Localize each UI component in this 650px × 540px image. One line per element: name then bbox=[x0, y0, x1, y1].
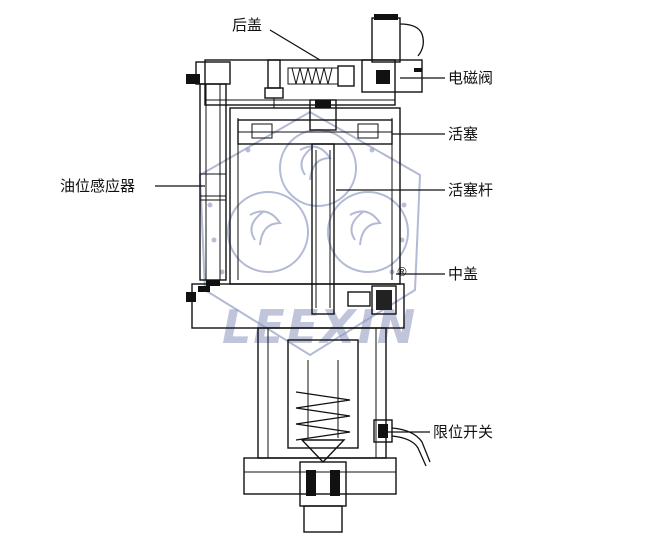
label-piston-rod: 活塞杆 bbox=[448, 181, 493, 199]
lower-housing-part bbox=[257, 327, 387, 464]
limit-switch-part bbox=[373, 419, 431, 467]
label-solenoid-valve: 电磁阀 bbox=[448, 69, 493, 87]
middle-cover-part bbox=[186, 283, 405, 329]
rear-cover-part bbox=[204, 59, 396, 108]
label-rear-cover: 后盖 bbox=[232, 16, 262, 34]
label-oil-level-sensor: 油位感应器 bbox=[60, 177, 135, 195]
bottom-base-part bbox=[243, 457, 397, 533]
label-piston: 活塞 bbox=[448, 125, 478, 143]
label-middle-cover: 中盖 bbox=[448, 265, 478, 283]
solenoid-valve-part bbox=[361, 14, 424, 93]
leader-lines bbox=[155, 29, 445, 433]
oil-level-sensor-part bbox=[186, 61, 231, 286]
label-limit-switch: 限位开关 bbox=[433, 423, 493, 441]
registered-mark: ® bbox=[396, 265, 408, 279]
piston-rod-part bbox=[309, 99, 337, 315]
